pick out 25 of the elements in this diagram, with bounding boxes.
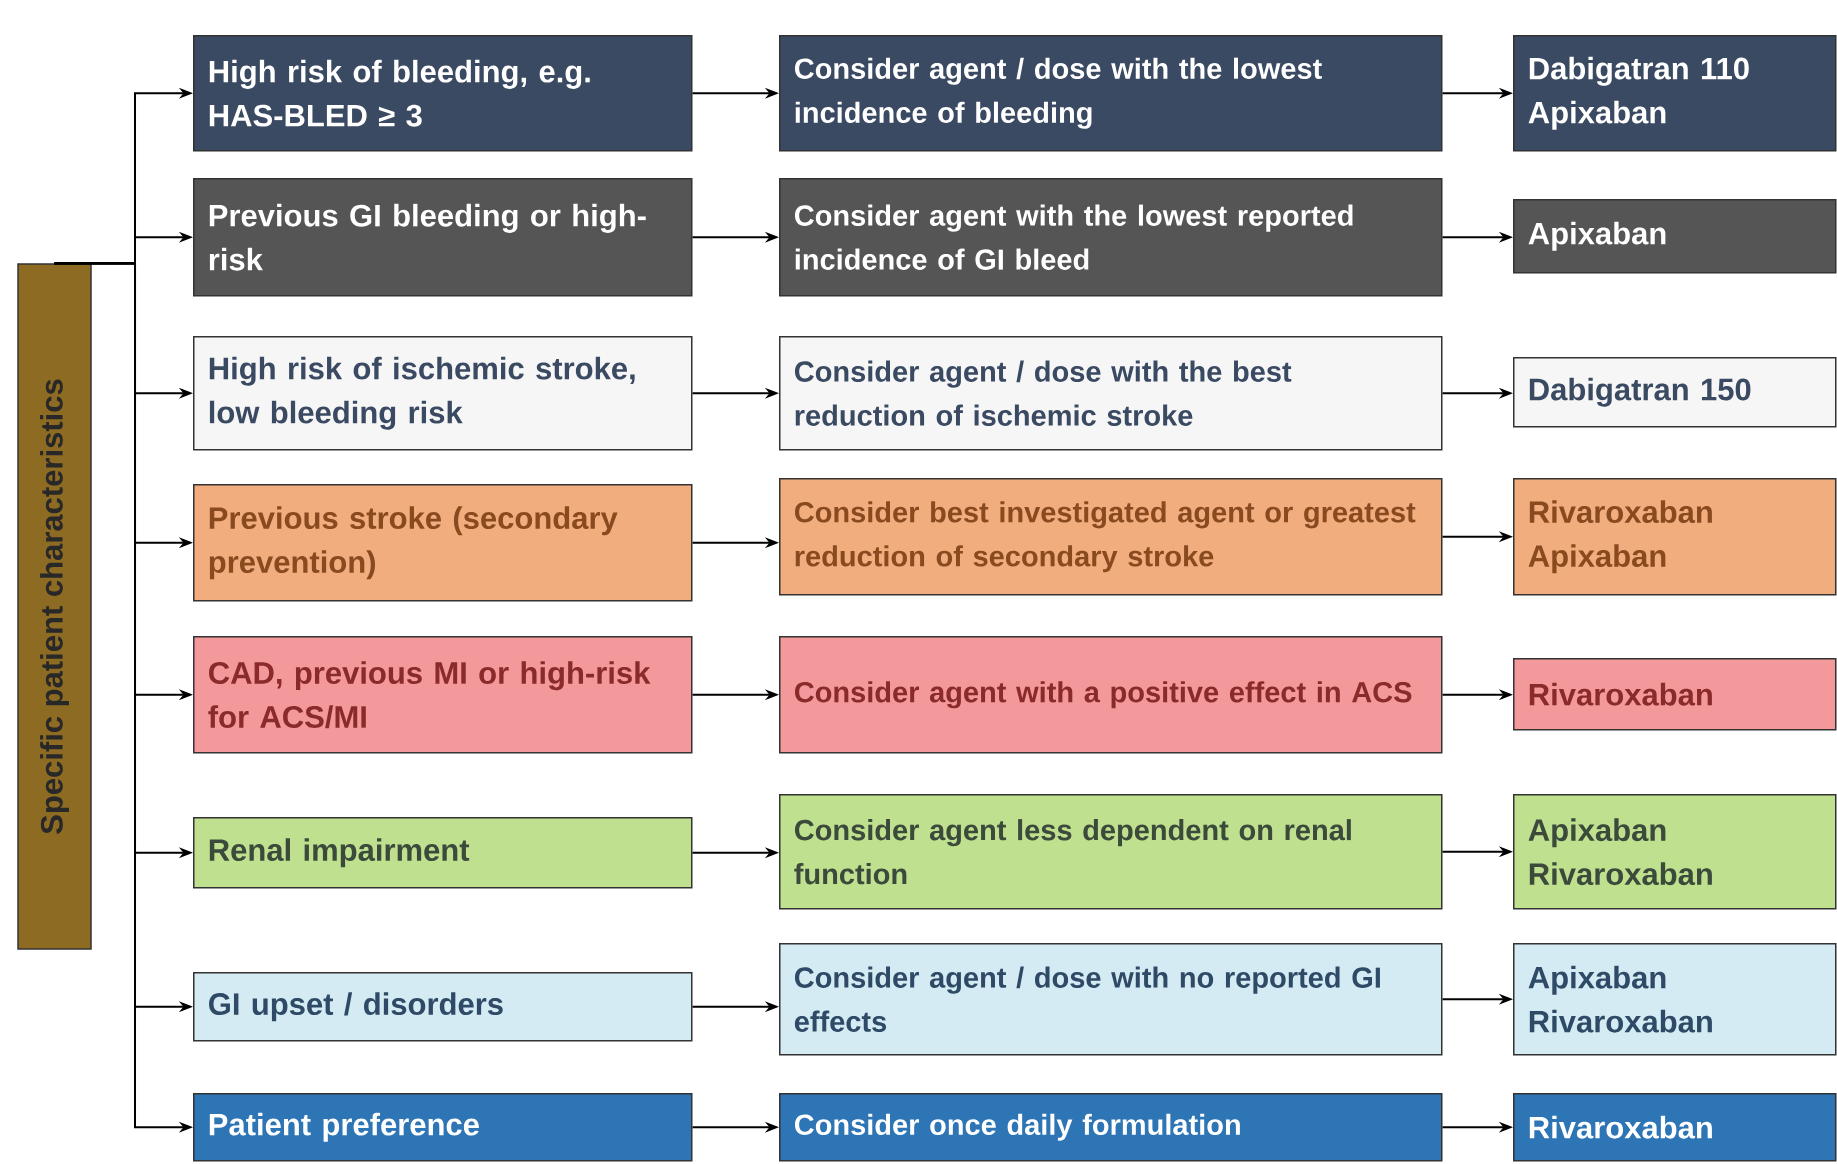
drug-box: Apixaban Rivaroxaban xyxy=(1513,794,1837,910)
recommendation-box: Consider once daily formulation xyxy=(779,1093,1443,1162)
characteristic-box: GI upset / disorders xyxy=(193,972,693,1042)
recommendation-box: Consider agent / dose with no reported GI effects xyxy=(779,943,1443,1056)
recommendation-box: Consider agent / dose with the best reduction of ischemic stroke xyxy=(779,336,1443,451)
category-box: Specific patient characteristics xyxy=(17,263,92,950)
recommendation-box: Consider best investigated agent or greatest reduction of secondary stroke xyxy=(779,478,1443,596)
characteristic-box: Renal impairment xyxy=(193,817,693,889)
drug-box: Apixaban xyxy=(1513,199,1837,274)
characteristic-box: CAD, previous MI or high-risk for ACS/MI xyxy=(193,636,693,754)
recommendation-box: Consider agent with the lowest reported incidence of GI bleed xyxy=(779,178,1443,297)
drug-box: Rivaroxaban xyxy=(1513,658,1837,731)
drug-box: Rivaroxaban xyxy=(1513,1093,1837,1162)
characteristic-box: Previous GI bleeding or high-risk xyxy=(193,178,693,297)
drug-box: Dabigatran 110 Apixaban xyxy=(1513,35,1837,152)
recommendation-box: Consider agent / dose with the lowest incidence of bleeding xyxy=(779,35,1443,152)
characteristic-box: Previous stroke (secondary prevention) xyxy=(193,484,693,602)
characteristic-box: High risk of ischemic stroke, low bleeding risk xyxy=(193,336,693,451)
characteristic-box: High risk of bleeding, e.g. HAS-BLED ≥ 3 xyxy=(193,35,693,152)
drug-box: Rivaroxaban Apixaban xyxy=(1513,478,1837,596)
drug-box: Apixaban Rivaroxaban xyxy=(1513,943,1837,1056)
recommendation-box: Consider agent less dependent on renal function xyxy=(779,794,1443,910)
characteristic-box: Patient preference xyxy=(193,1093,693,1162)
recommendation-box: Consider agent with a positive effect in ACS xyxy=(779,636,1443,754)
drug-box: Dabigatran 150 xyxy=(1513,357,1837,428)
